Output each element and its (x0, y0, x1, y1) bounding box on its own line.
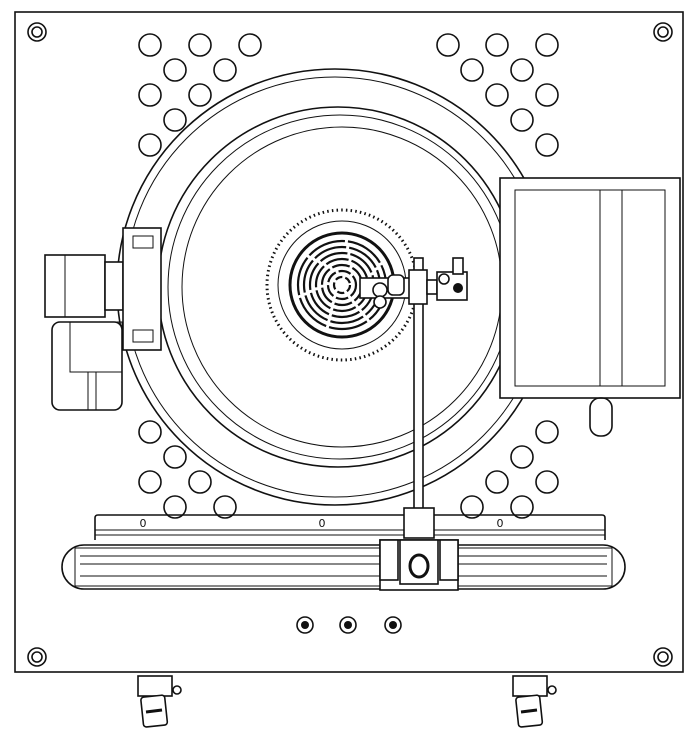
screw (27, 647, 47, 667)
corner-screws (27, 22, 673, 667)
vent-hole (535, 33, 559, 57)
rail-mark-2: 0 (319, 517, 326, 530)
rotary-stage (265, 208, 419, 362)
rail-carriage (379, 507, 459, 591)
vent-hole (138, 470, 162, 494)
vent-hole (163, 108, 187, 132)
vent-hole (188, 83, 212, 107)
rail-mark-3: 0 (497, 517, 504, 530)
left-motor-assembly (44, 227, 162, 411)
vent-hole (460, 495, 484, 519)
knob[interactable] (339, 616, 357, 634)
vent-hole (535, 420, 559, 444)
vent-hole (163, 445, 187, 469)
vent-hole (213, 495, 237, 519)
vent-hole (510, 445, 534, 469)
latch[interactable] (137, 675, 182, 728)
screw (653, 647, 673, 667)
latch[interactable] (512, 675, 557, 728)
vent-hole (163, 58, 187, 82)
front-knobs (296, 616, 402, 634)
rail-mark-1: 0 (140, 517, 147, 530)
probe-arm (359, 257, 468, 517)
vent-hole (510, 58, 534, 82)
linear-rail: 0 0 0 (61, 514, 626, 590)
vent-hole (138, 83, 162, 107)
vent-hole (510, 108, 534, 132)
vent-hole (535, 133, 559, 157)
vent-hole (510, 495, 534, 519)
vent-hole (138, 420, 162, 444)
screw (653, 22, 673, 42)
bottom-latches (137, 675, 557, 728)
vent-hole (163, 495, 187, 519)
knob[interactable] (296, 616, 314, 634)
vent-hole (213, 58, 237, 82)
knob[interactable] (384, 616, 402, 634)
right-housing (499, 177, 681, 437)
vent-hole (188, 33, 212, 57)
vent-hole (535, 83, 559, 107)
vent-hole (238, 33, 262, 57)
vent-hole (138, 33, 162, 57)
target-ring (332, 275, 352, 295)
vent-hole (188, 470, 212, 494)
vent-hole (485, 83, 509, 107)
screw (27, 22, 47, 42)
vent-hole (138, 133, 162, 157)
vent-hole (535, 470, 559, 494)
vent-holes (138, 33, 559, 519)
vent-hole (485, 33, 509, 57)
vent-hole (485, 470, 509, 494)
vent-hole (436, 33, 460, 57)
target-ring (326, 269, 358, 301)
vent-hole (460, 58, 484, 82)
